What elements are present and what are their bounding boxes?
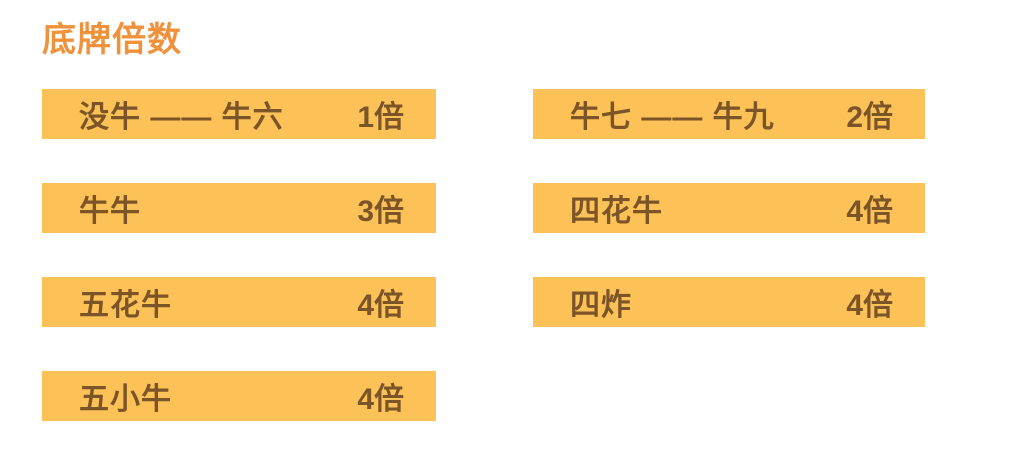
multiplier-column-left: 没牛 —— 牛六 1倍 牛牛 3倍 五花牛 4倍 五小牛 4倍 [42,89,436,421]
multiplier-row: 没牛 —— 牛六 1倍 [42,89,436,139]
multiplier-row: 五花牛 4倍 [42,277,436,327]
multiplier-row: 牛牛 3倍 [42,183,436,233]
hand-type-label: 牛七 —— 牛九 [570,101,775,134]
hand-type-label: 四花牛 [570,195,663,228]
multiplier-row: 四花牛 4倍 [533,183,925,233]
hand-type-label: 五花牛 [79,289,172,322]
multiplier-value: 3倍 [357,195,404,228]
hand-type-label: 牛牛 [79,195,141,228]
multiplier-value: 4倍 [357,383,404,416]
page-title: 底牌倍数 [42,21,182,59]
multiplier-column-right: 牛七 —— 牛九 2倍 四花牛 4倍 四炸 4倍 [533,89,925,421]
multiplier-value: 4倍 [846,289,893,322]
hand-type-label: 四炸 [570,289,632,322]
multiplier-row: 四炸 4倍 [533,277,925,327]
multiplier-value: 2倍 [846,101,893,134]
multiplier-row: 五小牛 4倍 [42,371,436,421]
multiplier-value: 1倍 [357,101,404,134]
hand-type-label: 五小牛 [79,383,172,416]
multiplier-value: 4倍 [846,195,893,228]
multiplier-value: 4倍 [357,289,404,322]
hand-type-label: 没牛 —— 牛六 [79,101,284,134]
multiplier-row: 牛七 —— 牛九 2倍 [533,89,925,139]
multiplier-table: 没牛 —— 牛六 1倍 牛牛 3倍 五花牛 4倍 五小牛 4倍 牛七 —— 牛九… [42,89,925,421]
